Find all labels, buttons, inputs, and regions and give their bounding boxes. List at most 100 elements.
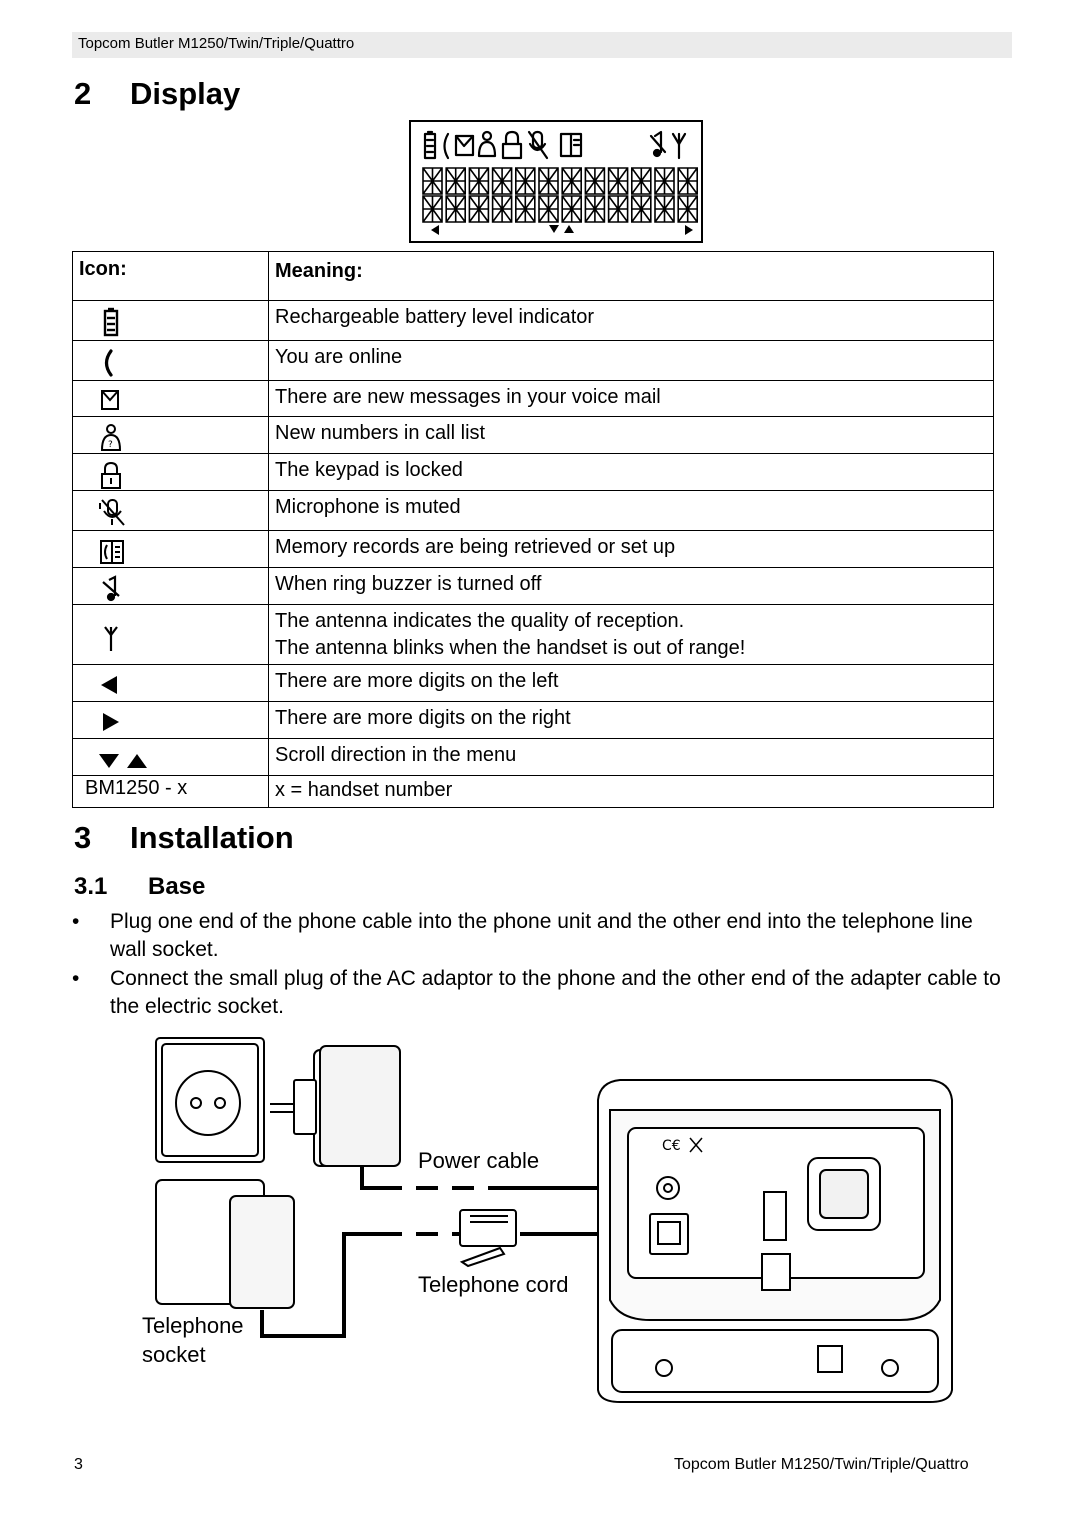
lcd-digit-segment (584, 167, 606, 195)
segment-digits (422, 167, 698, 223)
meaning-cell: When ring buzzer is turned off (268, 567, 994, 605)
section-title: Display (130, 76, 241, 111)
meaning-cell: The keypad is locked (268, 453, 994, 491)
table-row: BM1250 - x x = handset number (72, 775, 994, 808)
running-header: Topcom Butler M1250/Twin/Triple/Quattro (72, 32, 1012, 58)
table-row: ? New numbers in call list (72, 416, 994, 454)
table-row: There are more digits on the right (72, 701, 994, 739)
section-title: Installation (130, 820, 294, 855)
svg-text:C€: C€ (662, 1138, 681, 1154)
table-header-row: Icon: Meaning: (72, 251, 994, 301)
bullet-item: • Plug one end of the phone cable into t… (72, 908, 1012, 966)
scroll-arrows-icon (99, 754, 147, 768)
arrow-right-icon (103, 713, 119, 731)
lcd-digit-segment (654, 167, 675, 195)
table-row: Scroll direction in the menu (72, 738, 994, 776)
table-row: Memory records are being retrieved or se… (72, 530, 994, 568)
antenna-icon (104, 625, 118, 651)
meaning-line: The antenna indicates the quality of rec… (275, 610, 685, 632)
lcd-digit-segment (561, 167, 582, 195)
table-row: Rechargeable battery level indicator (72, 300, 994, 341)
table-row: The keypad is locked (72, 453, 994, 491)
lcd-digit-segment (515, 167, 536, 195)
running-header-text: Topcom Butler M1250/Twin/Triple/Quattro (78, 35, 355, 52)
meaning-cell: You are online (268, 340, 994, 381)
bullet-text: Connect the small plug of the AC adaptor… (110, 967, 1001, 1018)
lcd-digit-segment (561, 195, 582, 223)
meaning-cell: There are more digits on the left (268, 664, 994, 702)
lcd-digit-segment (468, 195, 490, 223)
meaning-cell: x = handset number (268, 775, 994, 808)
phonebook-icon (100, 540, 124, 564)
lcd-segments-graphic (422, 130, 698, 235)
power-cable-label: Power cable (418, 1148, 540, 1173)
column-header-meaning: Meaning: (268, 251, 994, 301)
lcd-digit-segment (422, 167, 443, 195)
page-number: 3 (74, 1456, 83, 1473)
battery-icon (103, 307, 119, 337)
bullet-mark: • (72, 967, 80, 990)
lcd-digit-segment (538, 167, 559, 195)
lcd-digit-segment (491, 167, 513, 195)
icon-meaning-table: Icon: Meaning: Rechargeable battery leve… (72, 251, 994, 808)
table-row: Microphone is muted (72, 490, 994, 531)
meaning-cell: There are more digits on the right (268, 701, 994, 739)
lcd-digit-segment (654, 195, 675, 223)
lcd-digit-segment (677, 195, 698, 223)
lcd-digit-segment (631, 167, 652, 195)
voicemail-icon (101, 390, 119, 410)
lcd-digit-segment (445, 167, 466, 195)
table-row: There are more digits on the left (72, 664, 994, 702)
new-calls-icon: ? (100, 424, 122, 451)
lcd-digit-segment (515, 195, 536, 223)
table-row: There are new messages in your voice mai… (72, 380, 994, 417)
meaning-cell: There are new messages in your voice mai… (268, 380, 994, 417)
lcd-digit-segment (607, 195, 629, 223)
icon-text-cell: BM1250 - x (72, 775, 269, 808)
lcd-digit-segment (677, 167, 698, 195)
electric-socket-graphic (155, 1037, 265, 1163)
meaning-cell: The antenna indicates the quality of rec… (268, 604, 994, 665)
telephone-socket-label: Telephone (142, 1313, 244, 1338)
lcd-digit-segment (422, 195, 443, 223)
ringer-off-icon (102, 575, 120, 602)
meaning-cell: New numbers in call list (268, 416, 994, 454)
telephone-cord-label: Telephone cord (418, 1272, 569, 1297)
column-header-icon: Icon: (72, 251, 269, 301)
lcd-digit-segment (584, 195, 606, 223)
lcd-digit-segment (445, 195, 466, 223)
meaning-cell: Microphone is muted (268, 490, 994, 531)
phone-base-graphic (597, 1079, 953, 1403)
meaning-cell: Scroll direction in the menu (268, 738, 994, 776)
ac-adaptor-graphic (270, 1045, 401, 1167)
svg-text:?: ? (108, 440, 113, 450)
telephone-plug-graphic (459, 1209, 517, 1268)
lcd-digit-segment (538, 195, 559, 223)
lock-icon (101, 461, 121, 489)
running-footer: Topcom Butler M1250/Twin/Triple/Quattro (674, 1456, 969, 1473)
bullet-item: • Connect the small plug of the AC adapt… (72, 965, 1012, 1023)
lcd-digit-segment (631, 195, 652, 223)
mic-muted-icon (99, 499, 125, 526)
section-number: 2 (74, 76, 92, 111)
bullet-text: Plug one end of the phone cable into the… (110, 910, 973, 961)
section-heading-installation: 3 Installation (74, 820, 474, 860)
lcd-display-illustration (409, 120, 703, 243)
subsection-heading-base: 3.1 Base (74, 873, 374, 903)
bullet-mark: • (72, 910, 80, 933)
section-heading-display: 2 Display (74, 76, 474, 116)
handset-icon (104, 349, 113, 377)
telephone-socket-graphic (155, 1179, 295, 1309)
telephone-socket-label: socket (142, 1342, 206, 1367)
arrow-left-icon (101, 676, 117, 694)
table-row: When ring buzzer is turned off (72, 567, 994, 605)
meaning-line: The antenna blinks when the handset is o… (275, 637, 746, 659)
lcd-digit-segment (491, 195, 513, 223)
meaning-cell: Rechargeable battery level indicator (268, 300, 994, 341)
section-number: 3 (74, 820, 92, 855)
meaning-cell: Memory records are being retrieved or se… (268, 530, 994, 568)
subsection-number: 3.1 (74, 873, 108, 900)
table-row: The antenna indicates the quality of rec… (72, 604, 994, 665)
lcd-digit-segment (468, 167, 490, 195)
table-row: You are online (72, 340, 994, 381)
